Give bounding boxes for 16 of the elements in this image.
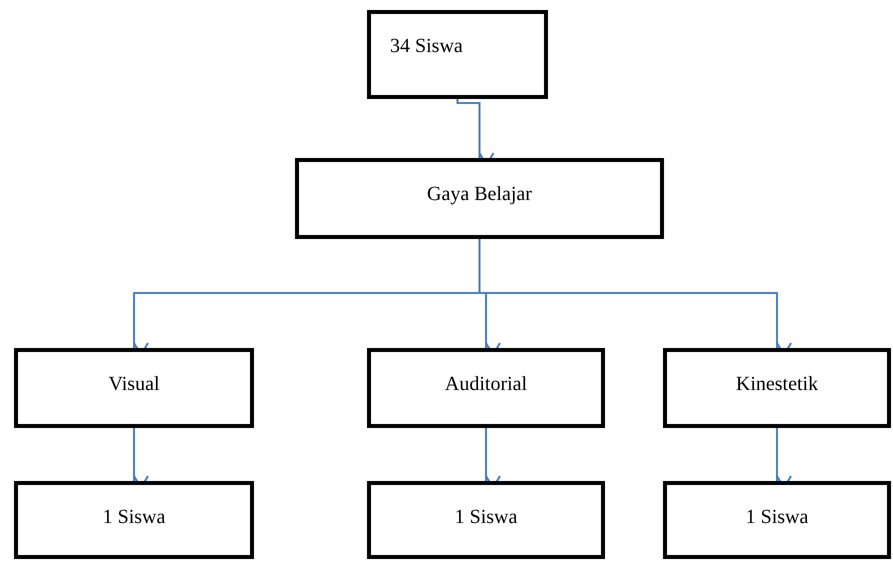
node-label: Kinestetik: [736, 372, 818, 396]
node-label: Visual: [108, 372, 160, 396]
process-box: [367, 348, 605, 428]
node-label: 1 Siswa: [102, 505, 166, 529]
node-label: Gaya Belajar: [427, 182, 532, 206]
node-label: 1 Siswa: [746, 505, 808, 529]
process-box: [14, 348, 254, 428]
process-box: [295, 158, 664, 239]
process-box: [14, 481, 254, 559]
process-box: [367, 481, 605, 559]
process-box: [663, 481, 891, 559]
process-box: [663, 348, 891, 428]
node-label: Auditorial: [444, 372, 528, 396]
node-label: 1 Siswa: [454, 505, 518, 529]
process-box: [367, 10, 548, 99]
node-label: 34 Siswa: [390, 34, 463, 58]
